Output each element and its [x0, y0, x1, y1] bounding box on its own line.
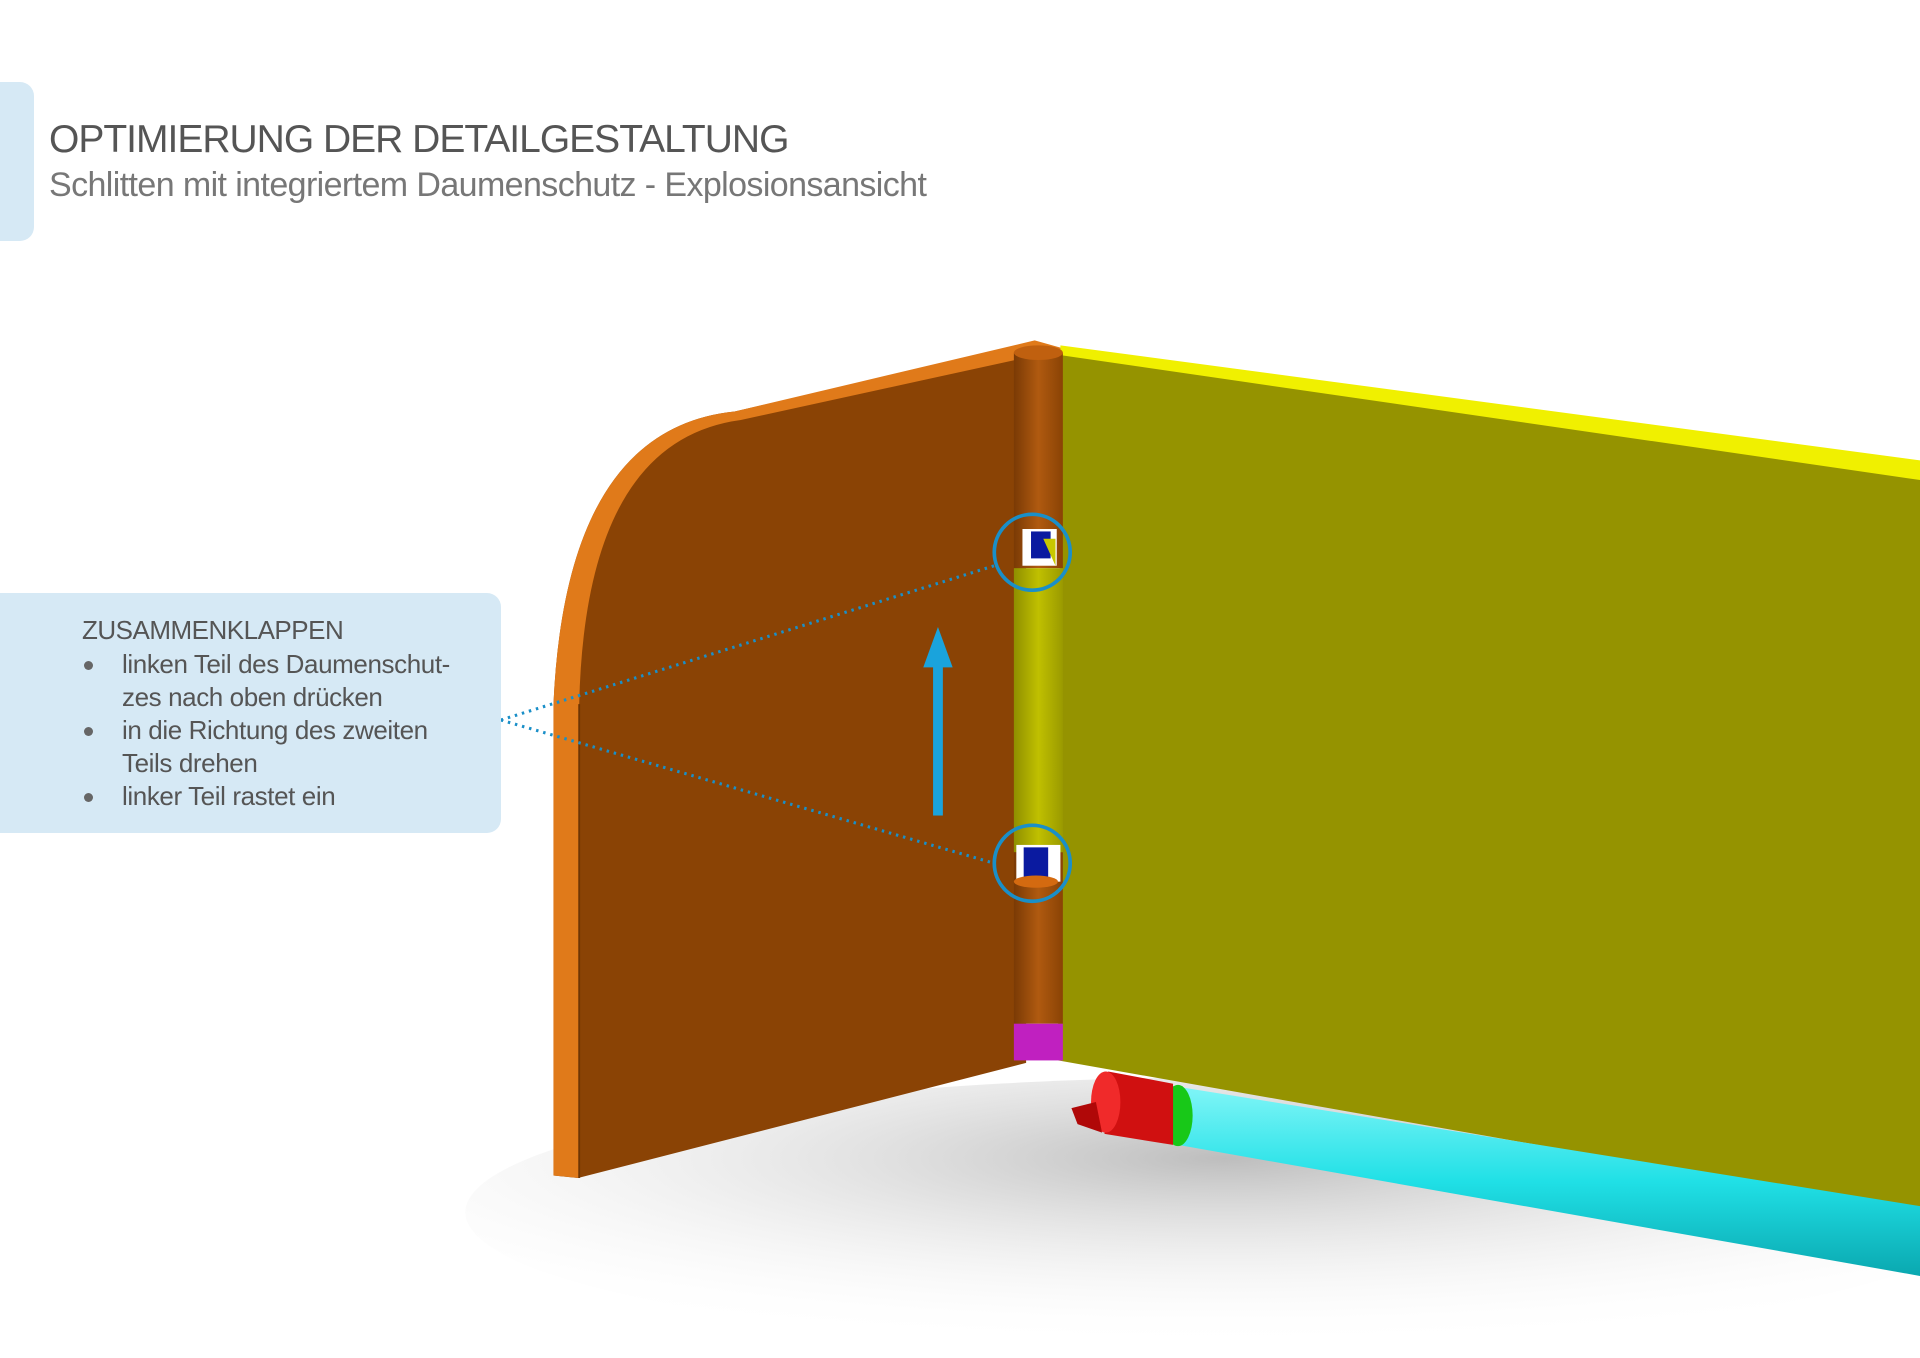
bullet-icon — [84, 727, 93, 736]
leader-line-bottom — [500, 718, 995, 865]
list-item-text: in die Richtung des zweiten Teils drehen — [122, 715, 428, 778]
left-panel — [553, 340, 1066, 1178]
right-panel — [1057, 345, 1920, 1213]
callout-heading: ZUSAMMENKLAPPEN — [82, 615, 344, 645]
bullet-icon — [84, 661, 93, 670]
leader-line-top — [500, 564, 995, 722]
list-item: linker Teil rastet ein — [82, 780, 482, 813]
instruction-callout: ZUSAMMENKLAPPEN linken Teil des Daumensc… — [0, 593, 501, 833]
up-arrow-icon — [923, 626, 953, 816]
list-item-text: linken Teil des Daumenschut- zes nach ob… — [122, 649, 450, 712]
page-title: OPTIMIERUNG DER DETAILGESTALTUNG — [49, 118, 789, 161]
bullet-icon — [84, 793, 93, 802]
page-subtitle: Schlitten mit integriertem Daumenschutz … — [49, 166, 927, 204]
list-item: linken Teil des Daumenschut- zes nach ob… — [82, 648, 482, 714]
detail-circle-top — [992, 512, 1073, 593]
bottom-rod — [1071, 1071, 1920, 1276]
hinge-cylinder — [1013, 345, 1063, 1061]
detail-circle-bottom — [992, 823, 1073, 904]
instruction-list: linken Teil des Daumenschut- zes nach ob… — [82, 648, 482, 813]
section-tab — [0, 82, 34, 241]
list-item: in die Richtung des zweiten Teils drehen — [82, 714, 482, 780]
list-item-text: linker Teil rastet ein — [122, 781, 336, 811]
